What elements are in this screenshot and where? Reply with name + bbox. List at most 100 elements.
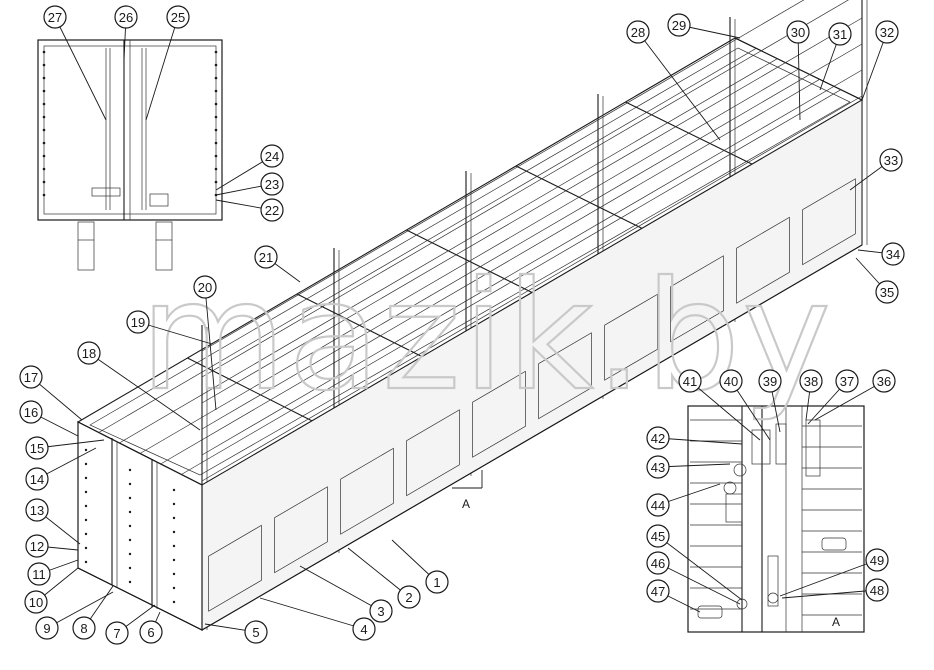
callout-number: 39	[763, 374, 777, 389]
callout-12: 12	[25, 534, 49, 558]
callout-circle	[875, 280, 899, 304]
callout-circle	[881, 242, 905, 266]
callout-circle	[646, 493, 670, 517]
callout-leader-41	[689, 380, 761, 441]
rear-rivet	[42, 76, 46, 80]
side-slat	[201, 0, 849, 378]
view-a-label: A	[462, 497, 470, 511]
rear-rivet	[42, 115, 46, 119]
detail-pin	[767, 592, 779, 604]
side-board-panel	[538, 332, 592, 420]
rear-rivet	[214, 154, 218, 158]
callout-circle	[828, 22, 852, 46]
callout-circle	[799, 369, 823, 393]
side-board-panel	[802, 178, 856, 266]
rear-support-leg-right	[155, 221, 173, 271]
callout-24: 24	[260, 144, 284, 168]
callout-48: 48	[865, 578, 889, 602]
callout-circle	[758, 369, 782, 393]
detail-bolt-upper	[733, 463, 747, 477]
front-rivet	[128, 468, 132, 472]
callout-leader-45	[657, 535, 743, 601]
callout-leader-4	[259, 597, 365, 630]
callout-circle	[352, 617, 376, 641]
front-rivet	[172, 600, 176, 604]
rear-rivet	[214, 63, 218, 67]
callout-7: 7	[105, 621, 129, 645]
callout-number: 29	[672, 18, 686, 33]
callout-circle	[105, 621, 129, 645]
callout-circle	[397, 585, 421, 609]
callout-number: 4	[360, 622, 367, 637]
front-rivet	[84, 490, 88, 494]
callout-circle	[19, 365, 43, 389]
side-board-panel	[670, 255, 724, 343]
callout-leader-20	[204, 286, 217, 411]
callout-number: 20	[198, 280, 212, 295]
callout-number: 11	[32, 567, 46, 582]
callout-number: 24	[265, 149, 279, 164]
callout-circle	[872, 369, 896, 393]
callout-leader-46	[657, 562, 741, 605]
callout-number: 21	[259, 250, 273, 265]
side-slat	[201, 43, 863, 430]
callout-circle	[35, 616, 59, 640]
side-board-panel	[208, 524, 262, 612]
callout-leader-2	[347, 547, 410, 598]
callout-circle	[646, 455, 670, 479]
callout-circle	[626, 20, 650, 44]
callout-35: 35	[875, 280, 899, 304]
callout-leader-18	[88, 352, 201, 431]
detail-hinge-bracket	[751, 429, 771, 465]
callout-15: 15	[25, 436, 49, 460]
callout-5: 5	[244, 620, 268, 644]
callout-3: 3	[369, 599, 393, 623]
callout-22: 22	[260, 198, 284, 222]
callout-number: 18	[82, 346, 96, 361]
callout-leader-28	[637, 31, 721, 141]
callout-1: 1	[425, 570, 449, 594]
callout-leader-49	[779, 559, 878, 597]
callout-11: 11	[27, 562, 51, 586]
callout-45: 45	[646, 524, 670, 548]
callout-29: 29	[667, 13, 691, 37]
callout-27: 27	[43, 5, 67, 29]
detail-hook	[767, 555, 779, 607]
callout-number: 37	[840, 374, 854, 389]
callout-circle	[25, 436, 49, 460]
detail-a-inset: A	[687, 405, 865, 633]
callout-circle	[678, 369, 702, 393]
callout-circle	[25, 534, 49, 558]
callout-circle	[646, 551, 670, 575]
callout-36: 36	[872, 369, 896, 393]
roof-rail	[160, 79, 820, 465]
callout-circle	[72, 616, 96, 640]
rear-rivet	[42, 141, 46, 145]
front-rivet	[172, 586, 176, 590]
callout-number: 32	[880, 25, 894, 40]
callout-43: 43	[646, 455, 670, 479]
callout-leader-27	[54, 16, 107, 121]
rear-rivet	[214, 180, 218, 184]
callout-23: 23	[260, 172, 284, 196]
callout-20: 20	[193, 275, 217, 299]
callout-16: 16	[19, 400, 43, 424]
callout-circle	[43, 5, 67, 29]
callout-number: 9	[43, 621, 50, 636]
callout-number: 38	[804, 374, 818, 389]
callout-number: 26	[119, 10, 133, 25]
callout-circle	[254, 245, 278, 269]
callout-leader-30	[797, 31, 801, 121]
callout-number: 33	[884, 153, 898, 168]
rear-rivet	[42, 167, 46, 171]
front-rivet	[128, 524, 132, 528]
front-rivet	[172, 544, 176, 548]
callout-number: 16	[24, 405, 38, 420]
callout-33: 33	[879, 148, 903, 172]
callout-34: 34	[881, 242, 905, 266]
callout-leader-48	[781, 589, 878, 599]
callout-circle	[27, 562, 51, 586]
callout-circle	[24, 590, 48, 614]
callout-9: 9	[35, 616, 59, 640]
callout-number: 12	[30, 539, 44, 554]
